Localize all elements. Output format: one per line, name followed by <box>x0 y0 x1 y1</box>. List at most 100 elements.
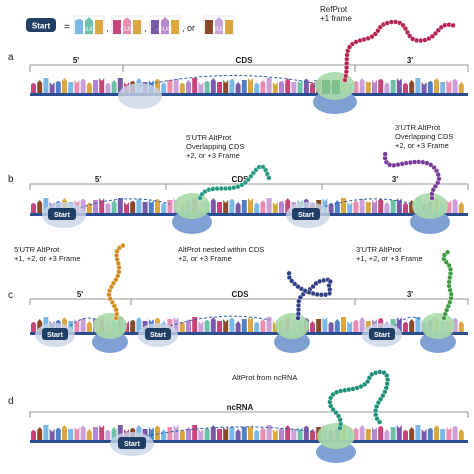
nucleotide <box>254 322 260 332</box>
nucleotide <box>310 321 315 332</box>
nucleotide <box>204 428 210 440</box>
nucleotide <box>458 82 464 93</box>
nucleotide <box>372 80 377 93</box>
codon-separator: , <box>144 23 147 33</box>
nucleotide <box>334 200 340 213</box>
annotation-3utr-title: 3'UTR AltProt <box>356 245 402 254</box>
nucleotide <box>111 200 117 213</box>
nucleotide <box>359 78 365 93</box>
region-5-prime: 5' <box>73 56 79 65</box>
nucleotide <box>161 429 167 440</box>
panel-a: a 5' CDS 3' RefProt +1 frame <box>8 5 469 114</box>
nucleotide <box>241 319 247 332</box>
nucleotide <box>260 200 266 213</box>
start-badge <box>42 328 68 340</box>
annotation-ncrna: AltProt from ncRNA <box>232 373 297 382</box>
start-badge-label: Start <box>298 212 315 219</box>
nucleotide <box>260 427 266 440</box>
nucleotide <box>403 322 408 332</box>
nucleotide <box>217 321 222 332</box>
nucleotide <box>173 425 179 440</box>
amino-acid-bead <box>120 243 126 249</box>
annotation-5utr-frame: +1, +2, or +3 Frame <box>14 254 81 263</box>
amino-acid-beads <box>441 249 454 321</box>
nucleotide <box>93 200 98 213</box>
nucleotide <box>396 425 402 440</box>
start-badge <box>369 328 395 340</box>
region-cds: CDS <box>232 175 250 184</box>
region-3-prime: 3' <box>392 175 398 184</box>
equals-sign: = <box>64 22 70 33</box>
ribosome-large-subunit <box>317 423 355 449</box>
or-text: , or <box>182 23 195 33</box>
nucleotide <box>248 78 253 93</box>
nucleotide <box>279 201 284 213</box>
start-badge-label: Start <box>150 332 167 339</box>
start-badge <box>26 18 56 32</box>
trna-site <box>332 80 340 94</box>
nucleotide <box>148 200 154 213</box>
panel-letter: d <box>8 396 14 407</box>
ribosome-large-subunit <box>421 313 455 339</box>
nucleotide <box>254 83 260 93</box>
region-cds: CDS <box>236 56 254 65</box>
nucleotide <box>266 78 272 93</box>
nucleotide <box>316 319 322 332</box>
ribosome-large-subunit <box>275 313 309 339</box>
ribosome-large-subunit <box>93 313 127 339</box>
nucleotide <box>148 427 154 440</box>
nucleotide <box>458 321 464 332</box>
nucleotide <box>142 202 148 213</box>
nucleotide <box>43 425 49 440</box>
amino-acid-bead <box>395 162 401 168</box>
nucleotide <box>105 83 111 93</box>
nucleotide <box>223 200 229 213</box>
nucleotide <box>167 200 173 213</box>
nucleotide <box>248 317 253 332</box>
nucleotide <box>452 79 458 93</box>
nucleotide <box>291 429 297 440</box>
nucleotide <box>74 319 80 332</box>
amino-acid-bead <box>373 370 379 376</box>
nucleotide <box>223 427 229 440</box>
nucleotide <box>49 429 55 440</box>
nucleotide <box>297 80 303 93</box>
codon-gug: GUG <box>149 15 181 35</box>
codon-aug: AUG <box>73 15 105 35</box>
nucleotide <box>93 80 98 93</box>
start-badge <box>145 328 171 340</box>
annotation-3utr-overlap: Overlapping CDS <box>395 132 453 141</box>
start-badge-label: Start <box>54 212 71 219</box>
nucleotide <box>409 319 415 332</box>
panel-letter: c <box>8 290 13 301</box>
annotation-refprot: RefProt <box>320 5 348 14</box>
nucleotide <box>254 203 260 213</box>
nucleotide <box>241 80 247 93</box>
nucleotide <box>198 321 204 332</box>
nucleotide <box>37 200 43 213</box>
nucleotide <box>210 317 216 332</box>
ribosome-large-subunit <box>412 193 448 219</box>
nucleotide <box>272 429 278 440</box>
nucleotide <box>458 429 464 440</box>
nucleotide <box>136 198 142 213</box>
nucleotide <box>458 202 464 213</box>
scanning-arrow <box>145 426 317 437</box>
panel-letter: b <box>8 174 14 185</box>
nucleotide <box>334 319 340 332</box>
nucleotide <box>74 427 80 440</box>
amino-acid-bead <box>266 175 272 181</box>
nucleotide <box>229 318 235 332</box>
codon-uug-label: UUG <box>212 27 226 33</box>
annotation-5utr-frame: +2, or +3 Frame <box>186 151 240 160</box>
nucleotide <box>155 199 160 213</box>
annotation-3utr-frame: +2, or +3 Frame <box>395 141 449 150</box>
nucleotide <box>235 82 241 93</box>
nucleotide <box>440 429 446 440</box>
nucleotide <box>55 81 61 93</box>
nucleotide <box>303 426 309 440</box>
nucleotide <box>390 200 396 213</box>
nucleotide <box>384 202 390 213</box>
scanning-arrow <box>394 316 423 327</box>
